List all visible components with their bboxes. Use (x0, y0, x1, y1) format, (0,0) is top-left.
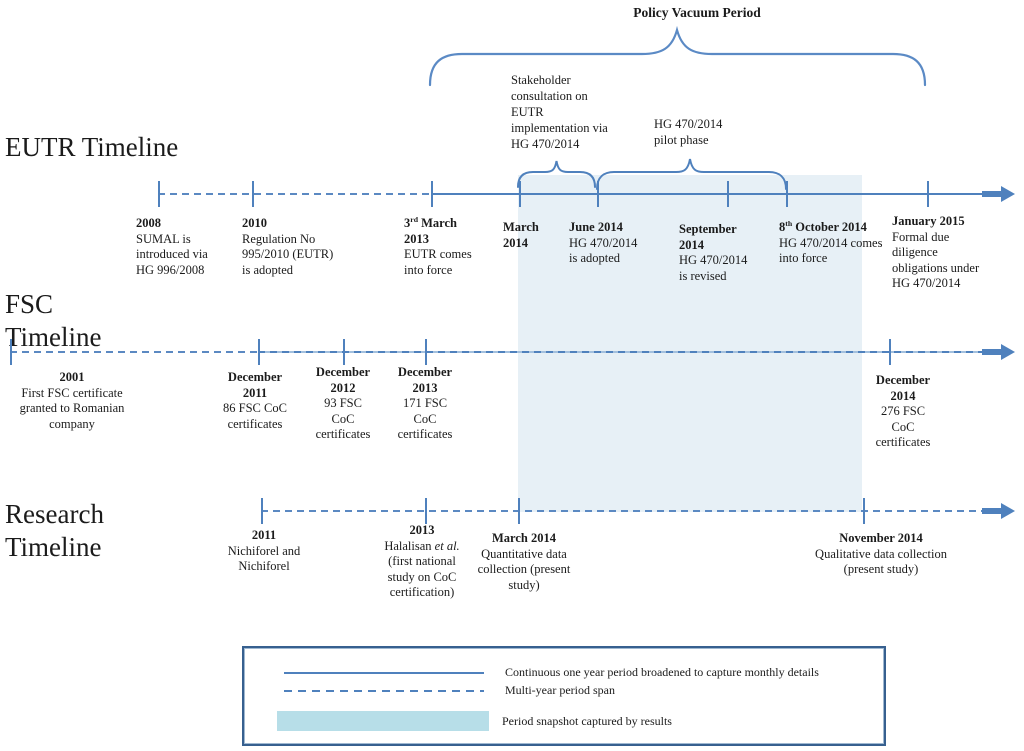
fsc-multiyear-dashed-line (10, 351, 258, 353)
event-body: Nichiforel and Nichiforel (227, 543, 301, 574)
legend-solid-line-sample (284, 672, 484, 674)
event-heading: December 2011 (227, 370, 283, 400)
eutr-tick-march-2013 (431, 181, 433, 207)
fsc-tick-2001 (10, 339, 12, 365)
timeline-event: 2001 First FSC certificate granted to Ro… (16, 370, 128, 432)
event-body: Formal due diligence obligations under H… (892, 229, 980, 291)
eutr-tick-september-2014 (727, 181, 729, 207)
event-body: 86 FSC CoC certificates (223, 401, 287, 431)
event-heading: 8th October 2014 (779, 218, 867, 234)
timeline-event: December 2014 276 FSC CoC certificates (868, 373, 938, 451)
timeline-event: March 2014 Quantitative data collection … (468, 531, 580, 593)
eutr-tick-2008 (158, 181, 160, 207)
eutr-multiyear-dashed-line (158, 193, 431, 195)
legend-item-label: Period snapshot captured by results (502, 714, 672, 728)
event-heading: November 2014 (839, 531, 923, 545)
timeline-event: December 2013 171 FSC CoC certificates (395, 365, 455, 443)
timeline-event: 2013 Halalisan et al. (first national st… (376, 523, 468, 601)
timeline-event: March 2014 (503, 220, 545, 251)
eutr-tick-2010 (252, 181, 254, 207)
event-heading: 2001 (59, 370, 85, 384)
timeline-event: December 2011 86 FSC CoC certificates (215, 370, 295, 432)
event-body: HG 470/2014 is adopted (569, 235, 638, 266)
eutr-tick-march-2014 (519, 181, 521, 207)
research-tick-march-2014 (518, 498, 520, 524)
legend-item-label: Continuous one year period broadened to … (505, 665, 819, 679)
event-heading: 2010 (242, 216, 267, 230)
timeline-event: 2011 Nichiforel and Nichiforel (218, 528, 310, 575)
event-body: 93 FSC CoC certificates (315, 396, 371, 441)
fsc-tick-december-2013 (425, 339, 427, 365)
eutr-tick-january-2015 (927, 181, 929, 207)
timeline-event: 3rd March 2013 EUTR comes into force (404, 214, 480, 278)
event-heading: 2013 (409, 523, 435, 537)
legend-snapshot-swatch (277, 711, 489, 731)
event-body: Qualitative data collection (present stu… (815, 546, 947, 577)
snapshot-highlight-band (518, 175, 862, 512)
event-heading: March 2014 (492, 531, 556, 545)
fsc-arrowhead-icon (982, 344, 1015, 360)
timeline-event: September 2014 HG 470/2014 is revised (679, 222, 749, 284)
research-tick-2013 (425, 498, 427, 524)
timeline-event: January 2015 Formal due diligence obliga… (892, 214, 988, 292)
policy-vacuum-brace (428, 25, 927, 87)
event-heading: December 2012 (315, 365, 371, 395)
research-tick-november-2014 (863, 498, 865, 524)
event-heading: 3rd March 2013 (404, 214, 457, 246)
timeline-event: December 2012 93 FSC CoC certificates (313, 365, 373, 443)
eutr-continuous-line (431, 193, 988, 195)
research-arrowhead-icon (982, 503, 1015, 519)
timeline-event: 8th October 2014 HG 470/2014 comes into … (779, 218, 883, 267)
event-heading: January 2015 (892, 214, 965, 228)
event-body: First FSC certificate granted to Romania… (19, 385, 125, 431)
eutr-tick-june-2014 (597, 181, 599, 207)
event-heading: 2008 (136, 216, 161, 230)
pilot-phase-note: HG 470/2014 pilot phase (654, 117, 723, 147)
fsc-tick-december-2014 (889, 339, 891, 365)
event-heading: December 2013 (397, 365, 453, 395)
fsc-timeline-title: FSC Timeline (5, 289, 102, 352)
timeline-event: November 2014 Qualitative data collectio… (810, 531, 952, 578)
research-timeline-title: Research Timeline (5, 499, 104, 562)
fsc-tick-december-2011 (258, 339, 260, 365)
event-body: SUMAL is introduced via HG 996/2008 (136, 231, 208, 277)
event-body: 276 FSC CoC certificates (875, 404, 931, 449)
event-body: 171 FSC CoC certificates (397, 396, 453, 441)
event-heading: September 2014 (679, 222, 737, 252)
fsc-continuous-line (258, 351, 988, 353)
eutr-tick-october-2014 (786, 181, 788, 207)
eutr-arrowhead-icon (982, 186, 1015, 202)
event-heading: 2011 (251, 528, 277, 542)
timeline-event: June 2014 HG 470/2014 is adopted (569, 220, 645, 267)
fsc-tick-december-2012 (343, 339, 345, 365)
event-body: HG 470/2014 is revised (679, 253, 748, 283)
event-body: EUTR comes into force (404, 247, 472, 277)
stakeholder-consultation-note: Stakeholder consultation on EUTR impleme… (511, 73, 608, 151)
legend-item-label: Multi-year period span (505, 683, 615, 697)
event-heading: June 2014 (569, 220, 623, 234)
event-body: Regulation No 995/2010 (EUTR) is adopted (242, 231, 334, 277)
timeline-event: 2010 Regulation No 995/2010 (EUTR) is ad… (242, 216, 337, 278)
legend-dashed-line-sample (284, 690, 484, 692)
eutr-timeline-title: EUTR Timeline (5, 132, 179, 162)
event-body: HG 470/2014 comes into force (779, 235, 883, 266)
event-body: Halalisan et al. (first national study o… (384, 538, 460, 600)
event-body: Quantitative data collection (present st… (477, 546, 571, 592)
event-heading: March 2014 (503, 220, 539, 250)
timeline-event: 2008 SUMAL is introduced via HG 996/2008 (136, 216, 220, 278)
research-tick-2011 (261, 498, 263, 524)
event-heading: December 2014 (875, 373, 931, 403)
policy-vacuum-label: Policy Vacuum Period (633, 5, 761, 20)
research-multiyear-dashed-line (261, 510, 988, 512)
